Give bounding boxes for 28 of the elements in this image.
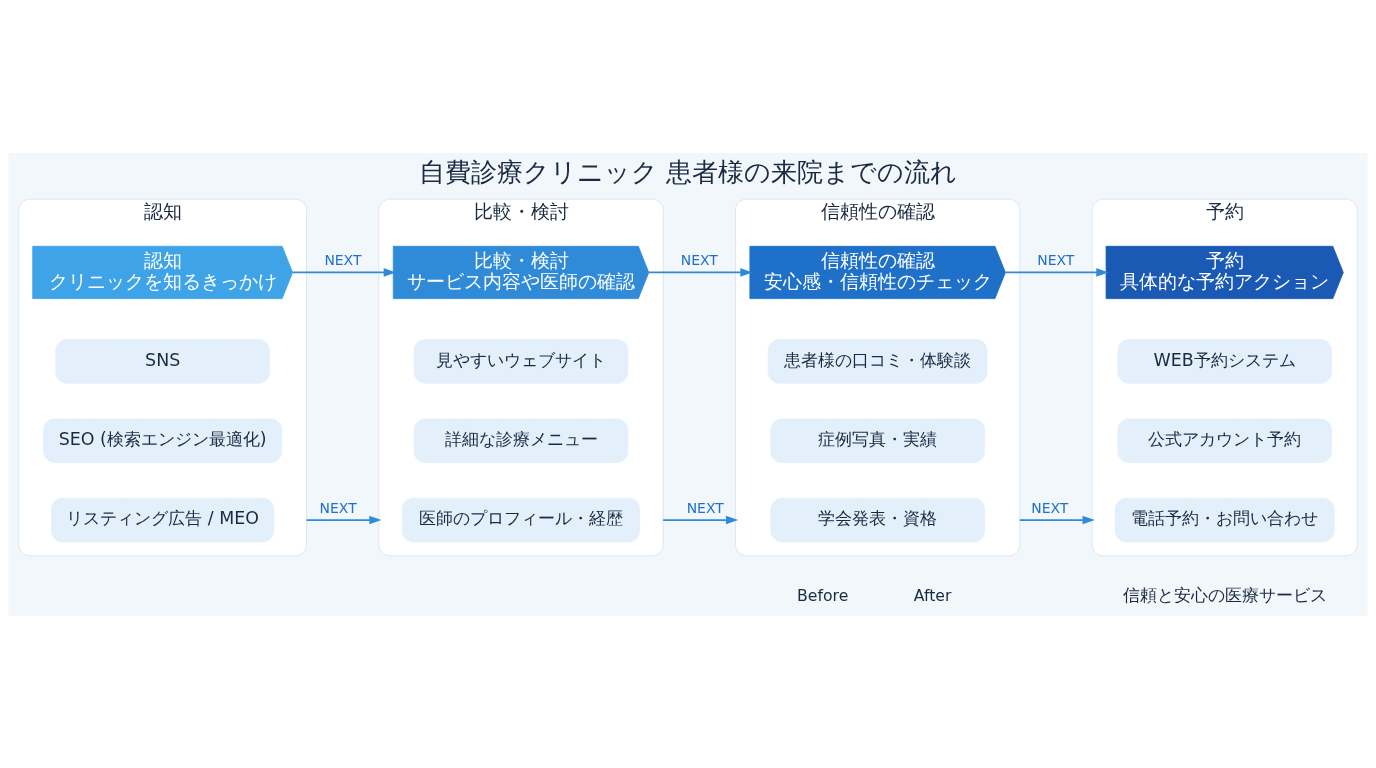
arrow (647, 267, 753, 277)
caption: 信頼と安心の医療サービス (1122, 584, 1327, 605)
node-box: リスティング広告 / MEO (51, 497, 275, 542)
node-box: 医師のプロフィール・経歴 (402, 497, 641, 542)
edge-label: NEXT (686, 499, 724, 516)
node-box: 症例写真・実績 (770, 418, 985, 463)
node-box: 公式アカウント予約 (1117, 418, 1332, 463)
node-box: SNS (55, 338, 270, 384)
edge-label: NEXT (1037, 251, 1075, 268)
node-box: 詳細な診療メニュー (413, 418, 629, 463)
arrow (1018, 515, 1095, 524)
arrow (662, 515, 739, 524)
arrow (1004, 267, 1109, 277)
edge-label: NEXT (324, 251, 362, 268)
diagram-title: 自費診療クリニック 患者様の来院までの流れ (418, 156, 958, 187)
node-box: WEB予約システム (1117, 338, 1332, 384)
label: Before (797, 585, 849, 605)
node-box: 見やすいウェブサイト (413, 338, 629, 384)
edge-label: NEXT (319, 499, 357, 516)
edge-label: NEXT (680, 251, 718, 268)
arrow (291, 267, 396, 277)
node-box: 学会発表・資格 (770, 497, 985, 542)
node-box: 電話予約・お問い合わせ (1114, 497, 1335, 542)
label: After (913, 585, 952, 605)
node-box: 患者様の口コミ・体験談 (767, 338, 988, 384)
arrow (305, 515, 382, 524)
node-box: SEO (検索エンジン最適化) (43, 418, 283, 463)
edge-label: NEXT (1031, 499, 1069, 516)
